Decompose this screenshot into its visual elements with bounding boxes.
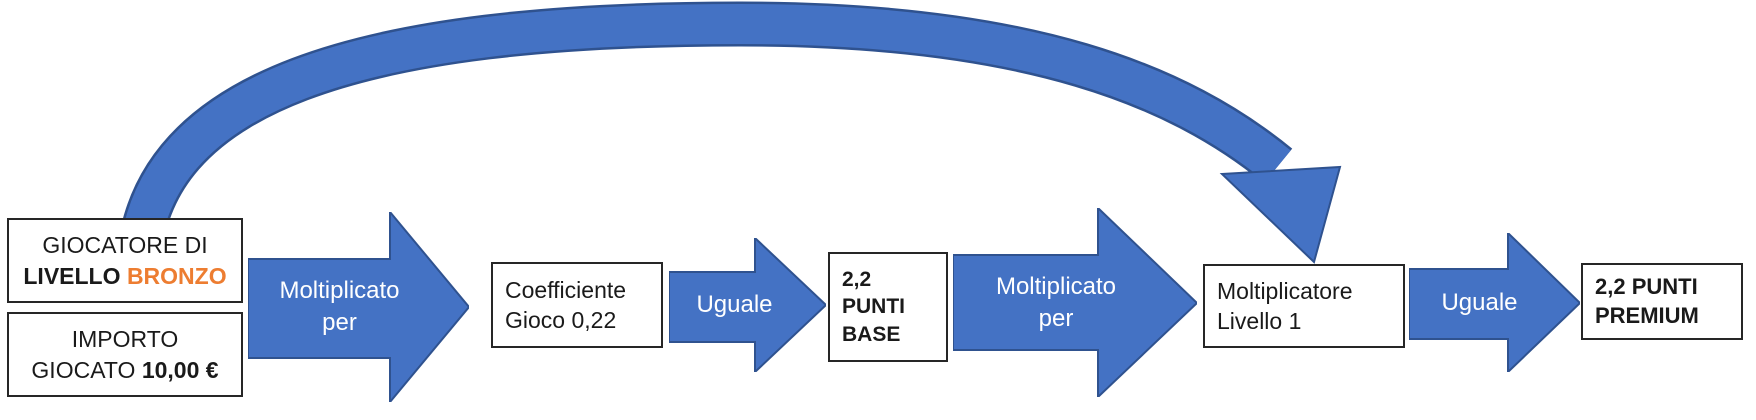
punti-premium-line1: 2,2 PUNTI xyxy=(1595,273,1698,299)
arrow-equals-2-label: Uguale xyxy=(1409,233,1580,372)
giocato-label: GIOCATO xyxy=(31,356,136,383)
importo-text: IMPORTO xyxy=(71,326,179,353)
box-punti-base: 2,2 PUNTI BASE xyxy=(828,252,948,362)
block-arrow-right-icon xyxy=(248,212,469,402)
punti-base-line2: PUNTI xyxy=(842,295,905,319)
livello-value-bronzo: BRONZO xyxy=(126,262,227,289)
multiply2-line1: Moltiplicato xyxy=(995,272,1117,300)
block-arrow-right-icon xyxy=(669,238,826,372)
multiply1-line2: per xyxy=(322,309,357,336)
equals1-text: Uguale xyxy=(696,291,773,319)
arrow-equals-2: Uguale xyxy=(1409,233,1580,372)
livello-label: LIVELLO xyxy=(23,262,121,289)
arrow-equals-1-label: Uguale xyxy=(669,238,826,372)
arrow-multiply-2-label: Moltiplicato per xyxy=(953,208,1197,397)
importo-amount: 10,00 € xyxy=(141,356,219,383)
multiply2-line2: per xyxy=(1038,304,1074,332)
arrow-multiply-1-label: Moltiplicato per xyxy=(248,212,469,402)
multiply1-line1: Moltiplicato xyxy=(279,277,400,305)
coefficiente-line1: Coefficiente xyxy=(505,276,627,303)
coefficiente-line2: Gioco 0,22 xyxy=(505,307,617,333)
giocatore-text: GIOCATORE DI xyxy=(42,232,208,259)
equals2-text: Uguale xyxy=(1441,288,1518,316)
punti-base-value: 2,2 xyxy=(842,268,872,292)
arrow-equals-1: Uguale xyxy=(669,238,826,372)
importo-line1: IMPORTO xyxy=(72,324,179,354)
curved-arrow-body xyxy=(118,3,1291,270)
punti-base-line3: BASE xyxy=(842,322,901,346)
punti-premium-line2: PREMIUM xyxy=(1595,302,1699,328)
block-arrow-right-icon xyxy=(953,208,1197,397)
giocatore-line1: GIOCATORE DI xyxy=(42,230,207,260)
arrow-multiply-1: Moltiplicato per xyxy=(248,212,469,402)
block-arrow-right-icon xyxy=(1409,233,1580,372)
curved-arrow-head xyxy=(1219,165,1342,264)
box-coefficiente-gioco: Coefficiente Gioco 0,22 xyxy=(491,262,663,348)
moltiplicatore-line2: Livello 1 xyxy=(1217,308,1302,334)
box-punti-premium: 2,2 PUNTI PREMIUM xyxy=(1581,263,1743,340)
arrow-multiply-2: Moltiplicato per xyxy=(953,208,1197,397)
moltiplicatore-line1: Moltiplicatore xyxy=(1217,277,1353,304)
box-moltiplicatore-livello: Moltiplicatore Livello 1 xyxy=(1203,264,1405,348)
